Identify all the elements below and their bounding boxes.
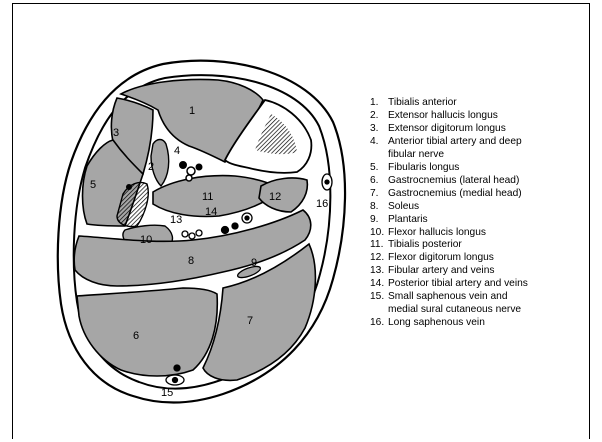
- region-label-12: 12: [269, 191, 281, 203]
- legend-item: 16.Long saphenous vein: [370, 317, 528, 330]
- region-label-4: 4: [174, 145, 180, 157]
- legend-item: 12.Flexor digitorum longus: [370, 252, 528, 265]
- slide-frame: 1 2 3 4 5 6 7 8 9 10 11 12 13 14 15 16 1…: [12, 3, 590, 439]
- legend-item: 1.Tibialis anterior: [370, 97, 528, 110]
- region-label-10: 10: [140, 234, 152, 246]
- legend-item: 9.Plantaris: [370, 214, 528, 227]
- region-label-2: 2: [148, 161, 154, 173]
- region-label-1: 1: [189, 105, 195, 117]
- region-label-13: 13: [170, 214, 182, 226]
- region-label-16: 16: [316, 198, 328, 210]
- region-label-11: 11: [202, 191, 213, 203]
- legend-item: 3.Extensor digitorum longus: [370, 123, 528, 136]
- legend-item: 13.Fibular artery and veins: [370, 265, 528, 278]
- legend-item: 11.Tibialis posterior: [370, 239, 528, 252]
- vessels-group-16: [322, 174, 332, 190]
- legend-item: 10.Flexor hallucis longus: [370, 227, 528, 240]
- legend-item: 7.Gastrocnemius (medial head): [370, 188, 528, 201]
- region-label-14: 14: [205, 206, 217, 218]
- leg-cross-section-diagram: 1 2 3 4 5 6 7 8 9 10 11 12 13 14 15 16: [13, 4, 358, 440]
- region-label-5: 5: [90, 179, 96, 191]
- region-label-6: 6: [133, 330, 139, 342]
- region-label-8: 8: [188, 255, 194, 267]
- legend-item: 5.Fibularis longus: [370, 162, 528, 175]
- region-label-3: 3: [113, 127, 119, 139]
- legend-list: 1.Tibialis anterior 2.Extensor hallucis …: [370, 97, 528, 330]
- vessel-lateral: [126, 184, 132, 190]
- legend-item: 8.Soleus: [370, 201, 528, 214]
- region-label-7: 7: [247, 315, 253, 327]
- region-label-15: 15: [161, 387, 173, 399]
- legend-item: 2.Extensor hallucis longus: [370, 110, 528, 123]
- region-label-9: 9: [251, 257, 257, 269]
- legend-item: 6.Gastrocnemius (lateral head): [370, 175, 528, 188]
- legend-item: 14.Posterior tibial artery and veins: [370, 278, 528, 291]
